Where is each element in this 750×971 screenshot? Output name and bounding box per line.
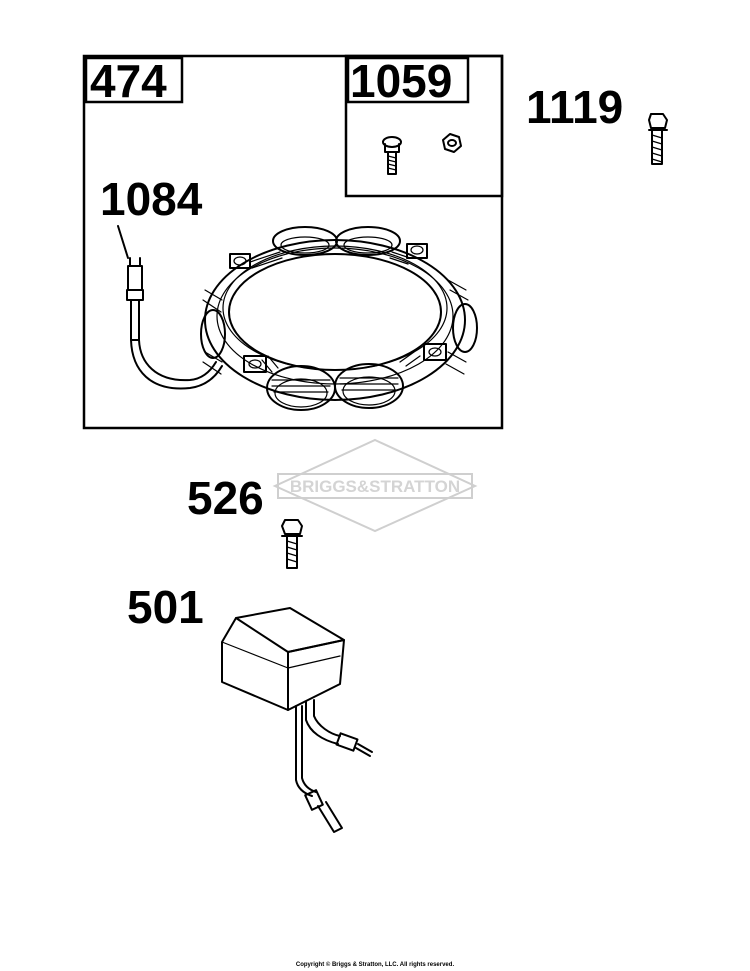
hardware-kit-frame — [344, 54, 504, 198]
hardware-kit-label-box — [346, 56, 470, 104]
screw-526-icon[interactable] — [281, 519, 303, 569]
terminal-leader-line — [117, 225, 129, 259]
copyright-footer: Copyright © Briggs & Stratton, LLC. All … — [295, 962, 455, 968]
stator-474-icon[interactable] — [200, 226, 478, 411]
terminal-1084-icon[interactable] — [126, 257, 223, 390]
kit-screw-icon[interactable] — [382, 136, 402, 175]
part-1059-label[interactable]: 1059 — [350, 55, 452, 107]
kit-nut-icon[interactable] — [442, 133, 462, 153]
regulator-501-icon[interactable] — [221, 607, 373, 833]
part-1084-label[interactable]: 1084 — [100, 173, 203, 225]
part-501-label[interactable]: 501 — [127, 581, 204, 633]
screw-1119-icon[interactable] — [648, 113, 668, 165]
watermark-text: BRIGGS&STRATTON — [290, 477, 460, 496]
stator-kit-frame — [82, 54, 504, 430]
stator-kit-label-box — [84, 56, 184, 104]
part-1119-label[interactable]: 1119 — [526, 81, 623, 133]
watermark-logo: BRIGGS&STRATTON — [272, 438, 478, 533]
part-526-label[interactable]: 526 — [187, 472, 264, 524]
part-474-label[interactable]: 474 — [90, 55, 167, 107]
